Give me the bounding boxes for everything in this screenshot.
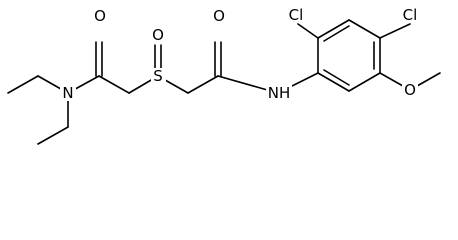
ring-bond-6-1 [317,72,350,92]
svg-text:N: N [62,84,73,102]
bond-layer [7,19,441,145]
atom-o-methoxy: O [402,81,418,99]
ring-bond-5-6 [348,72,381,92]
svg-text:Cl: Cl [403,6,418,24]
svg-text:NH: NH [268,84,291,102]
bond-ethyl2-ch2-ch3 [37,126,69,145]
svg-text:O: O [94,7,106,25]
bond-carbonyl-ch2 [98,75,130,94]
atom-label-layer: O N S O O NH Cl Cl [60,6,421,102]
svg-text:O: O [213,7,225,25]
ring-bond-3-4 [348,19,381,39]
ring-inner-6-1 [323,69,350,86]
bond-ch2-carbonyl2 [187,75,219,94]
ring-inner-2-3 [323,25,350,42]
svg-text:O: O [152,26,164,44]
atom-n-amine: N [60,84,76,102]
bond-ring-cl-ortho [297,23,319,39]
atom-s-sulfoxide: S [151,67,166,85]
atom-o-amide-right: O [211,7,227,25]
svg-text:O: O [404,81,416,99]
ring-bond-2-3 [317,19,350,39]
atom-cl-ortho: Cl [285,6,307,24]
atom-o-amide-left: O [92,7,108,25]
atom-cl-para: Cl [399,6,421,24]
svg-text:S: S [153,67,163,85]
svg-text:Cl: Cl [289,6,304,24]
atom-nh-amide: NH [266,84,292,102]
chemical-structure: O N S O O NH Cl Cl [7,6,441,145]
bond-ring-cl-para [379,23,411,39]
atom-o-sulfoxide: O [150,26,166,44]
bond-ethyl1-ch2-ch3 [7,75,39,94]
